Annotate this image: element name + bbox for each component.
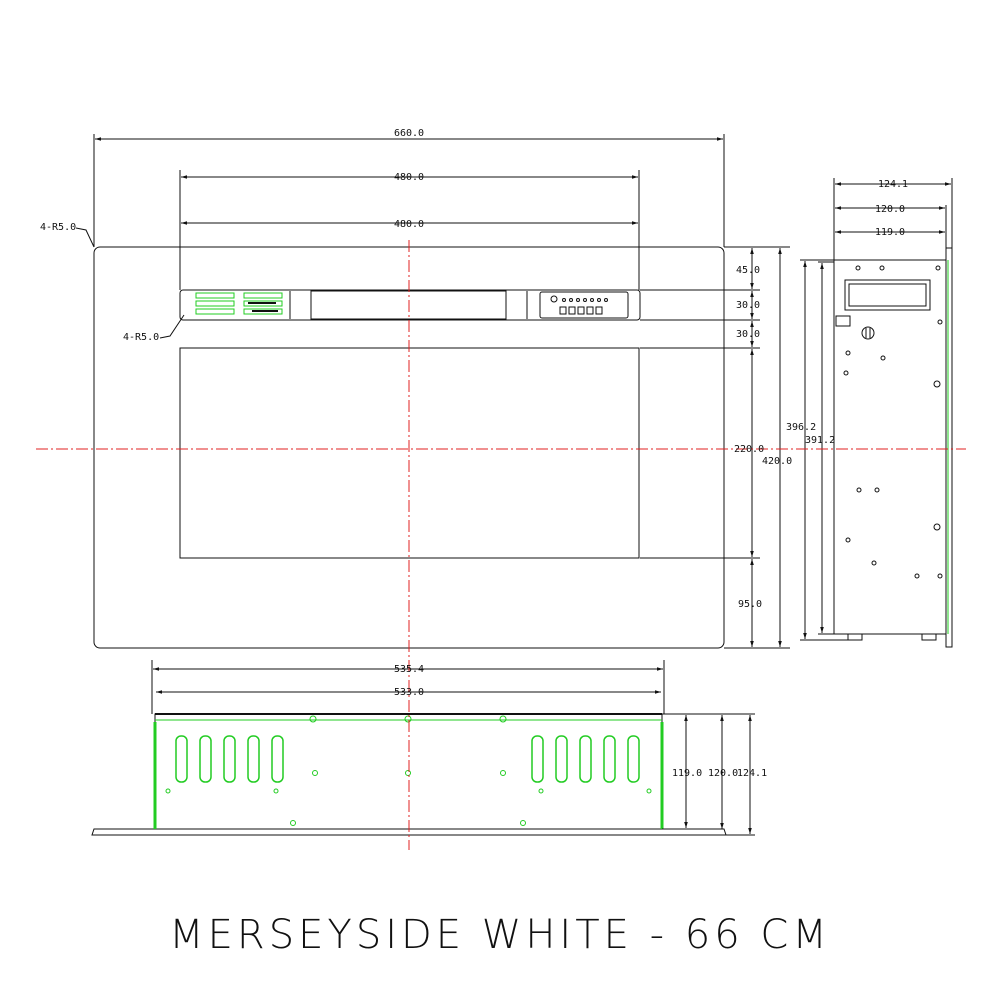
side-display xyxy=(844,279,931,311)
dim-119-bottom: 119.0 xyxy=(672,768,702,779)
dim-480-top: 480.0 xyxy=(394,172,424,183)
dim-124-side: 124.1 xyxy=(878,179,908,190)
dim-120-bottom: 120.0 xyxy=(708,768,738,779)
dim-480-glass: 480.0 xyxy=(394,219,424,230)
page-title: MERSEYSIDE WHITE - 66 CM xyxy=(169,912,831,958)
radius-inner-label: 4-R5.0 xyxy=(123,332,159,343)
side-body xyxy=(833,259,947,635)
dim-45: 45.0 xyxy=(736,265,760,276)
dim-220: 220.0 xyxy=(734,444,764,455)
panel-vents-left xyxy=(195,292,283,315)
dim-391: 391.2 xyxy=(805,435,835,446)
dim-124-bottom: 124.1 xyxy=(737,768,767,779)
dim-396: 396.2 xyxy=(786,422,816,433)
front-view xyxy=(75,134,790,649)
centerlines xyxy=(36,240,966,850)
dim-533: 533.0 xyxy=(394,687,424,698)
radius-outer-label: 4-R5.0 xyxy=(40,222,76,233)
bottom-vents-right xyxy=(531,735,640,783)
side-view xyxy=(800,178,953,648)
dim-95: 95.0 xyxy=(738,599,762,610)
control-keypad xyxy=(539,291,629,319)
bottom-vents-left xyxy=(175,735,284,783)
dim-30-a: 30.0 xyxy=(736,300,760,311)
dim-120-side: 120.0 xyxy=(875,204,905,215)
side-holes xyxy=(843,265,943,579)
dim-660: 660.0 xyxy=(394,128,424,139)
dim-30-b: 30.0 xyxy=(736,329,760,340)
control-panel xyxy=(179,289,641,321)
dim-535: 535.4 xyxy=(394,664,424,675)
bottom-holes xyxy=(165,715,652,826)
dim-119-side: 119.0 xyxy=(875,227,905,238)
dim-420: 420.0 xyxy=(762,456,792,467)
